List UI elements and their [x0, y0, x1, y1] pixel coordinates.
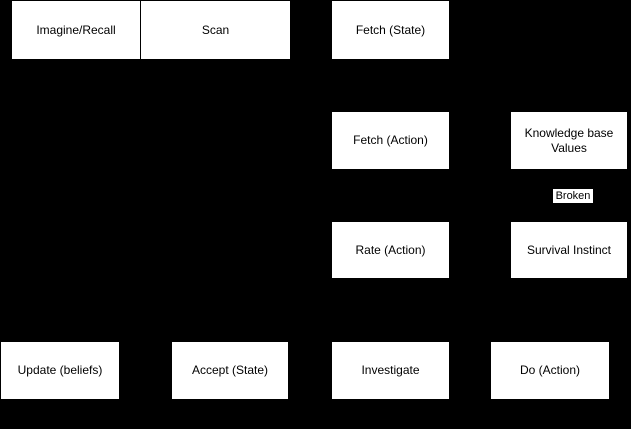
node-do-action: Do (Action) — [490, 341, 610, 400]
node-knowledge-base-values: Knowledge base Values — [510, 111, 628, 170]
node-label-fetch-action: Fetch (Action) — [353, 133, 428, 147]
node-accept-state: Accept (State) — [171, 341, 289, 400]
node-investigate: Investigate — [331, 341, 450, 400]
node-label-accept-state: Accept (State) — [191, 363, 269, 377]
node-label-do-action: Do (Action) — [519, 363, 581, 377]
node-rate-action: Rate (Action) — [331, 221, 450, 279]
node-fetch-action: Fetch (Action) — [331, 111, 450, 170]
node-survival-instinct: Survival Instinct — [510, 221, 628, 279]
node-label-fetch-state: Fetch (State) — [355, 22, 426, 37]
node-fetch-state: Fetch (State) — [331, 0, 450, 60]
node-label-imagine-recall: Imagine/Recall — [36, 22, 116, 37]
node-label-survival-instinct: Survival Instinct — [526, 242, 612, 257]
node-scan: Scan — [140, 0, 291, 60]
node-imagine-recall: Imagine/Recall — [11, 0, 141, 60]
node-label-rate-action: Rate (Action) — [355, 242, 426, 257]
node-update-beliefs: Update (beliefs) — [0, 341, 120, 400]
node-label-update-beliefs: Update (beliefs) — [17, 363, 103, 377]
node-label-broken: Broken — [555, 190, 591, 202]
node-label-scan: Scan — [201, 22, 230, 37]
node-label-knowledge-base-values: Knowledge base Values — [524, 125, 614, 155]
node-broken: Broken — [553, 189, 593, 203]
node-label-investigate: Investigate — [361, 363, 420, 377]
